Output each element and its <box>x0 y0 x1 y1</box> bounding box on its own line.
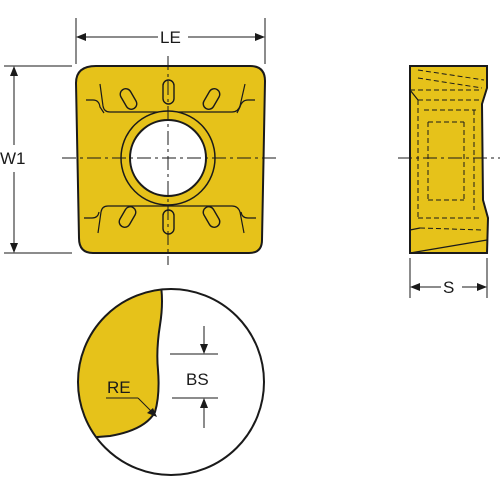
dimple <box>202 206 221 228</box>
side-hidden-lines <box>410 69 485 231</box>
s-label: S <box>443 278 454 297</box>
insert-side-view <box>398 65 500 254</box>
bs-label: BS <box>186 370 209 389</box>
side-solid-lines <box>409 89 488 254</box>
center-lines <box>62 56 278 265</box>
w1-dimension <box>4 65 72 254</box>
insert-top-view <box>62 56 278 265</box>
s-dimension <box>409 258 488 298</box>
dimple <box>202 88 221 110</box>
w1-label: W1 <box>0 149 26 168</box>
corner-detail-view <box>77 288 265 476</box>
detail-insert-corner <box>78 289 163 442</box>
re-label: RE <box>107 378 131 397</box>
insert-side-body <box>409 65 490 254</box>
detail-circle <box>77 288 265 476</box>
le-dimension <box>75 18 266 64</box>
bs-dimension <box>170 326 218 428</box>
chipbreaker-dimples <box>118 79 221 235</box>
dimple <box>119 88 138 110</box>
le-label: LE <box>160 28 181 47</box>
dimple <box>118 206 137 228</box>
re-leader <box>106 397 157 417</box>
